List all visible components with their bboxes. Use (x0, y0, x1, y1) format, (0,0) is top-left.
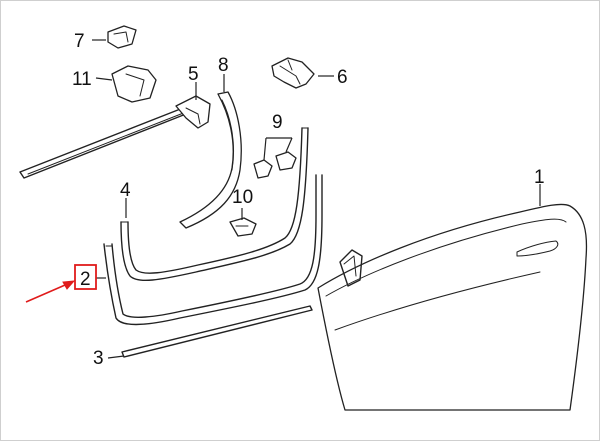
part-11-cap[interactable] (111, 65, 157, 103)
callout-3: 3 (93, 348, 104, 369)
highlight-box (74, 264, 97, 290)
red-arrow-head (62, 280, 76, 290)
callout-10: 10 (232, 187, 253, 208)
part-9-clips[interactable] (253, 151, 297, 179)
part-8-pillar-trim[interactable] (179, 91, 242, 229)
callout-9: 9 (272, 112, 283, 133)
part-6-bracket[interactable] (271, 57, 315, 89)
leader-lines (92, 39, 541, 359)
callout-11: 11 (72, 69, 92, 90)
part-7-clip[interactable] (107, 25, 137, 49)
part-1-door-panel[interactable] (317, 203, 588, 411)
callout-7: 7 (74, 31, 85, 52)
part-10-clip[interactable] (229, 217, 257, 237)
callout-4: 4 (120, 180, 131, 201)
callout-8: 8 (218, 55, 229, 76)
part-2-weatherstrip[interactable] (103, 174, 323, 326)
part-4-front-seal[interactable] (120, 127, 309, 281)
part-3-rocker-strip[interactable] (121, 305, 313, 358)
callout-2: 2 (80, 269, 91, 290)
part-5-belt-molding[interactable] (19, 95, 211, 179)
callout-5: 5 (188, 64, 199, 85)
highlight-callout-2 (25, 264, 97, 303)
callout-6: 6 (337, 67, 348, 88)
callout-1: 1 (534, 167, 545, 188)
callout-labels: 1 2 3 4 5 6 7 8 9 10 11 (72, 31, 545, 369)
